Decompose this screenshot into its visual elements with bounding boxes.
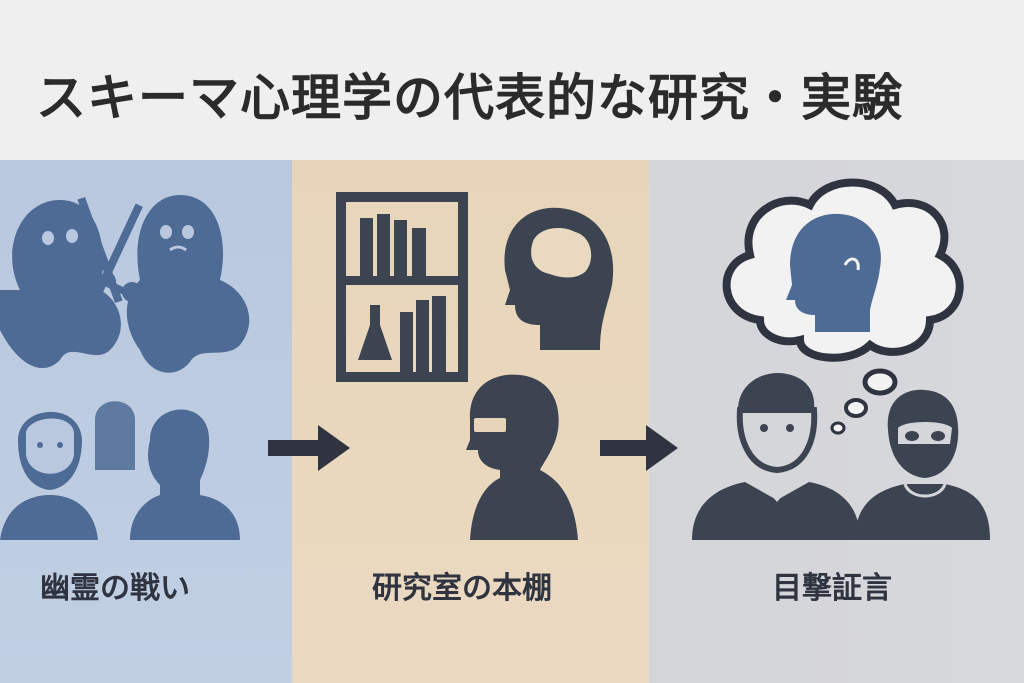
arrow-right-icon [268,425,350,471]
thought-bubble-icon [722,178,964,435]
panel-label-office-bookshelf: 研究室の本棚 [372,571,552,606]
head-glasses-icon [466,374,578,540]
people-silhouettes-icon [0,401,240,540]
arrow-right-icon [600,425,678,471]
bookshelf-icon [336,192,468,382]
witness-man-icon [692,372,860,540]
panel-label-war-of-ghosts: 幽霊の戦い [40,571,190,606]
masked-robber-icon [855,389,990,540]
panel-label-eyewitness: 目撃証言 [772,571,892,606]
page-title: スキーマ心理学の代表的な研究・実験 [36,69,903,127]
header-band: スキーマ心理学の代表的な研究・実験 [0,0,1024,160]
head-brain-icon [504,207,614,350]
ghosts-fighting-icon [0,195,250,373]
